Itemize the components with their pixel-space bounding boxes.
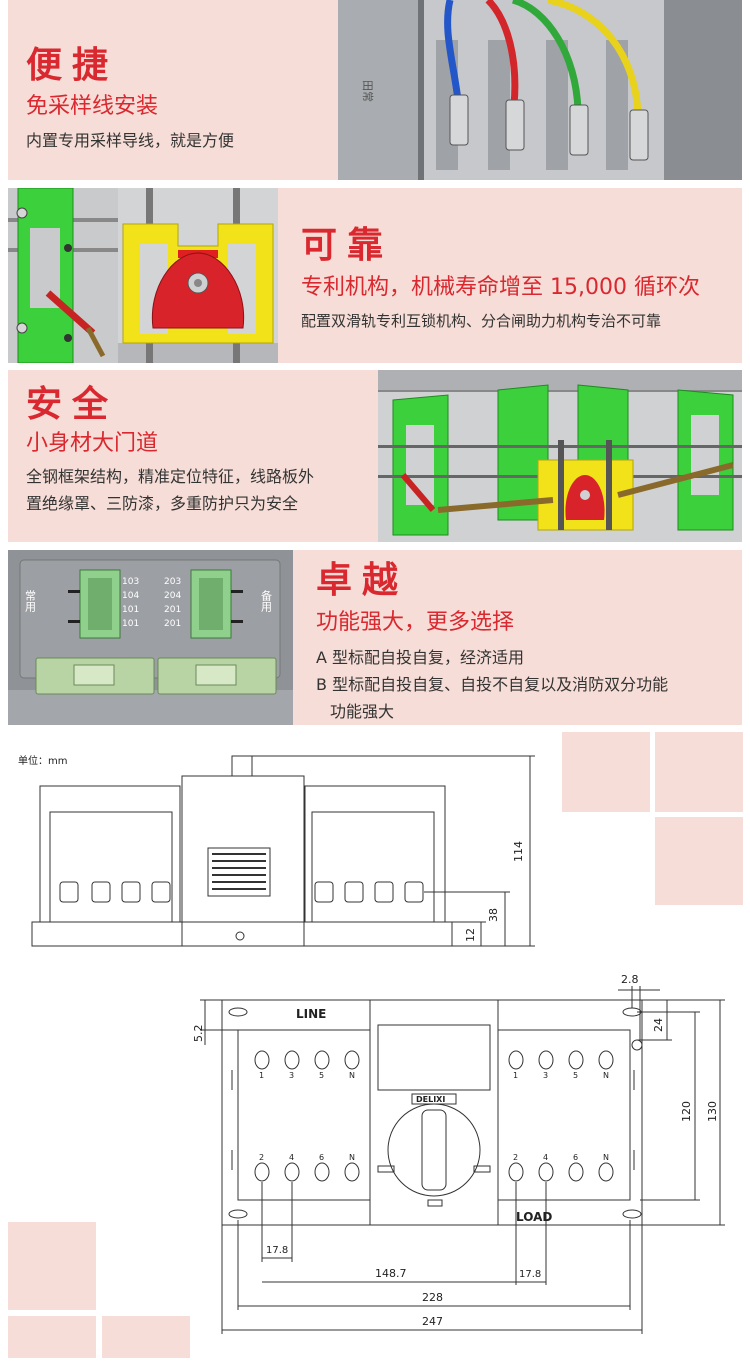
dim-17-8-right: 17.8 bbox=[519, 1269, 541, 1280]
section-description-line: 功能强大 bbox=[330, 702, 395, 721]
terminal-label: 103 bbox=[122, 577, 139, 587]
section-description-line: 全钢框架结构，精准定位特征，线路板外 bbox=[26, 467, 315, 486]
terminal-number: 3 bbox=[289, 1071, 294, 1080]
section-description-line: A 型标配自投自复，经济适用 bbox=[316, 648, 525, 667]
decor-square bbox=[562, 732, 650, 812]
frame-photo bbox=[378, 370, 742, 542]
terminal-number: 3 bbox=[543, 1071, 548, 1080]
dim-114: 114 bbox=[512, 841, 525, 862]
terminal-number: N bbox=[349, 1153, 355, 1162]
terminal-label: 101 bbox=[122, 605, 139, 615]
decor-square bbox=[8, 1222, 96, 1310]
section-description-line: 置绝缘罩、三防漆，多重防护只为安全 bbox=[26, 494, 299, 513]
decor-square bbox=[655, 732, 743, 812]
section-description: 内置专用采样导线，就是方便 bbox=[26, 131, 235, 150]
section-description: 配置双滑轨专利互锁机构、分合闸助力机构专治不可靠 bbox=[301, 312, 662, 330]
terminal-number: 2 bbox=[513, 1153, 518, 1162]
section-title: 便捷 bbox=[26, 45, 119, 86]
load-label: LOAD bbox=[516, 1210, 552, 1224]
section-subtitle: 专利机构，机械寿命增至 15,000 循环次 bbox=[301, 275, 700, 300]
brand-label: DELIXI bbox=[416, 1095, 445, 1104]
dim-120: 120 bbox=[680, 1101, 693, 1122]
decor-square bbox=[655, 817, 743, 905]
terminal-number: 6 bbox=[319, 1153, 324, 1162]
dim-228: 228 bbox=[422, 1291, 443, 1304]
section-subtitle: 免采样线安装 bbox=[26, 94, 159, 119]
terminal-label: 104 bbox=[122, 591, 139, 601]
dim-130: 130 bbox=[706, 1101, 719, 1122]
decor-square bbox=[102, 1316, 190, 1358]
dim-38: 38 bbox=[487, 908, 500, 922]
vertical-label-right: 备用 bbox=[260, 589, 273, 613]
panel1-vertical-label: 田常 bbox=[361, 80, 374, 102]
dim-2-8: 2.8 bbox=[621, 973, 639, 986]
terminal-label: 203 bbox=[164, 577, 181, 587]
terminal-number: 6 bbox=[573, 1153, 578, 1162]
section-title: 安全 bbox=[26, 384, 119, 425]
mechanism-photo-right bbox=[118, 188, 278, 363]
line-label: LINE bbox=[296, 1007, 326, 1021]
dim-148-7: 148.7 bbox=[375, 1267, 407, 1280]
decor-square bbox=[8, 1316, 96, 1358]
mechanism-photo-left bbox=[8, 188, 118, 363]
dim-12: 12 bbox=[464, 928, 477, 942]
section-title: 可靠 bbox=[301, 225, 394, 266]
terminal-label: 201 bbox=[164, 605, 181, 615]
section-subtitle: 功能强大，更多选择 bbox=[316, 610, 515, 635]
dim-5-2: 5.2 bbox=[192, 1025, 205, 1043]
terminal-number: 1 bbox=[259, 1071, 264, 1080]
dim-17-8-left: 17.8 bbox=[266, 1245, 288, 1256]
section-reliable: 可靠 专利机构，机械寿命增至 15,000 循环次 配置双滑轨专利互锁机构、分合… bbox=[8, 188, 742, 363]
section-description-line: B 型标配自投自复、自投不自复以及消防双分功能 bbox=[316, 675, 669, 694]
dimension-drawing: 114 38 12 2.8 24 5.2 120 130 17.8 148.7 … bbox=[31, 755, 725, 1334]
terminal-label: 101 bbox=[122, 619, 139, 629]
terminal-label: 204 bbox=[164, 591, 181, 601]
dim-247: 247 bbox=[422, 1315, 443, 1328]
terminal-number: N bbox=[603, 1071, 609, 1080]
section-title: 卓越 bbox=[316, 560, 409, 601]
terminal-label: 201 bbox=[164, 619, 181, 629]
terminal-number: N bbox=[603, 1153, 609, 1162]
terminal-number: 5 bbox=[573, 1071, 578, 1080]
terminal-number: 5 bbox=[319, 1071, 324, 1080]
terminal-number: 1 bbox=[513, 1071, 518, 1080]
dim-24: 24 bbox=[652, 1018, 665, 1032]
terminal-number: 4 bbox=[289, 1153, 294, 1162]
section-excellent: 103 104 101 101 203 204 201 201 常用 备用 卓越… bbox=[8, 550, 742, 725]
section-convenient: 便捷 免采样线安装 内置专用采样导线，就是方便 bbox=[8, 0, 742, 180]
unit-label: 单位：mm bbox=[18, 756, 68, 767]
section-subtitle: 小身材大门道 bbox=[26, 431, 159, 456]
vertical-label-left: 常用 bbox=[24, 590, 37, 613]
controller-photo: 103 104 101 101 203 204 201 201 常用 备用 bbox=[8, 550, 293, 725]
terminal-number: 4 bbox=[543, 1153, 548, 1162]
terminal-number: N bbox=[349, 1071, 355, 1080]
terminal-number: 2 bbox=[259, 1153, 264, 1162]
section-safe: 安全 小身材大门道 全钢框架结构，精准定位特征，线路板外 置绝缘罩、三防漆，多重… bbox=[8, 370, 742, 542]
wiring-photo: 田常 bbox=[338, 0, 742, 180]
